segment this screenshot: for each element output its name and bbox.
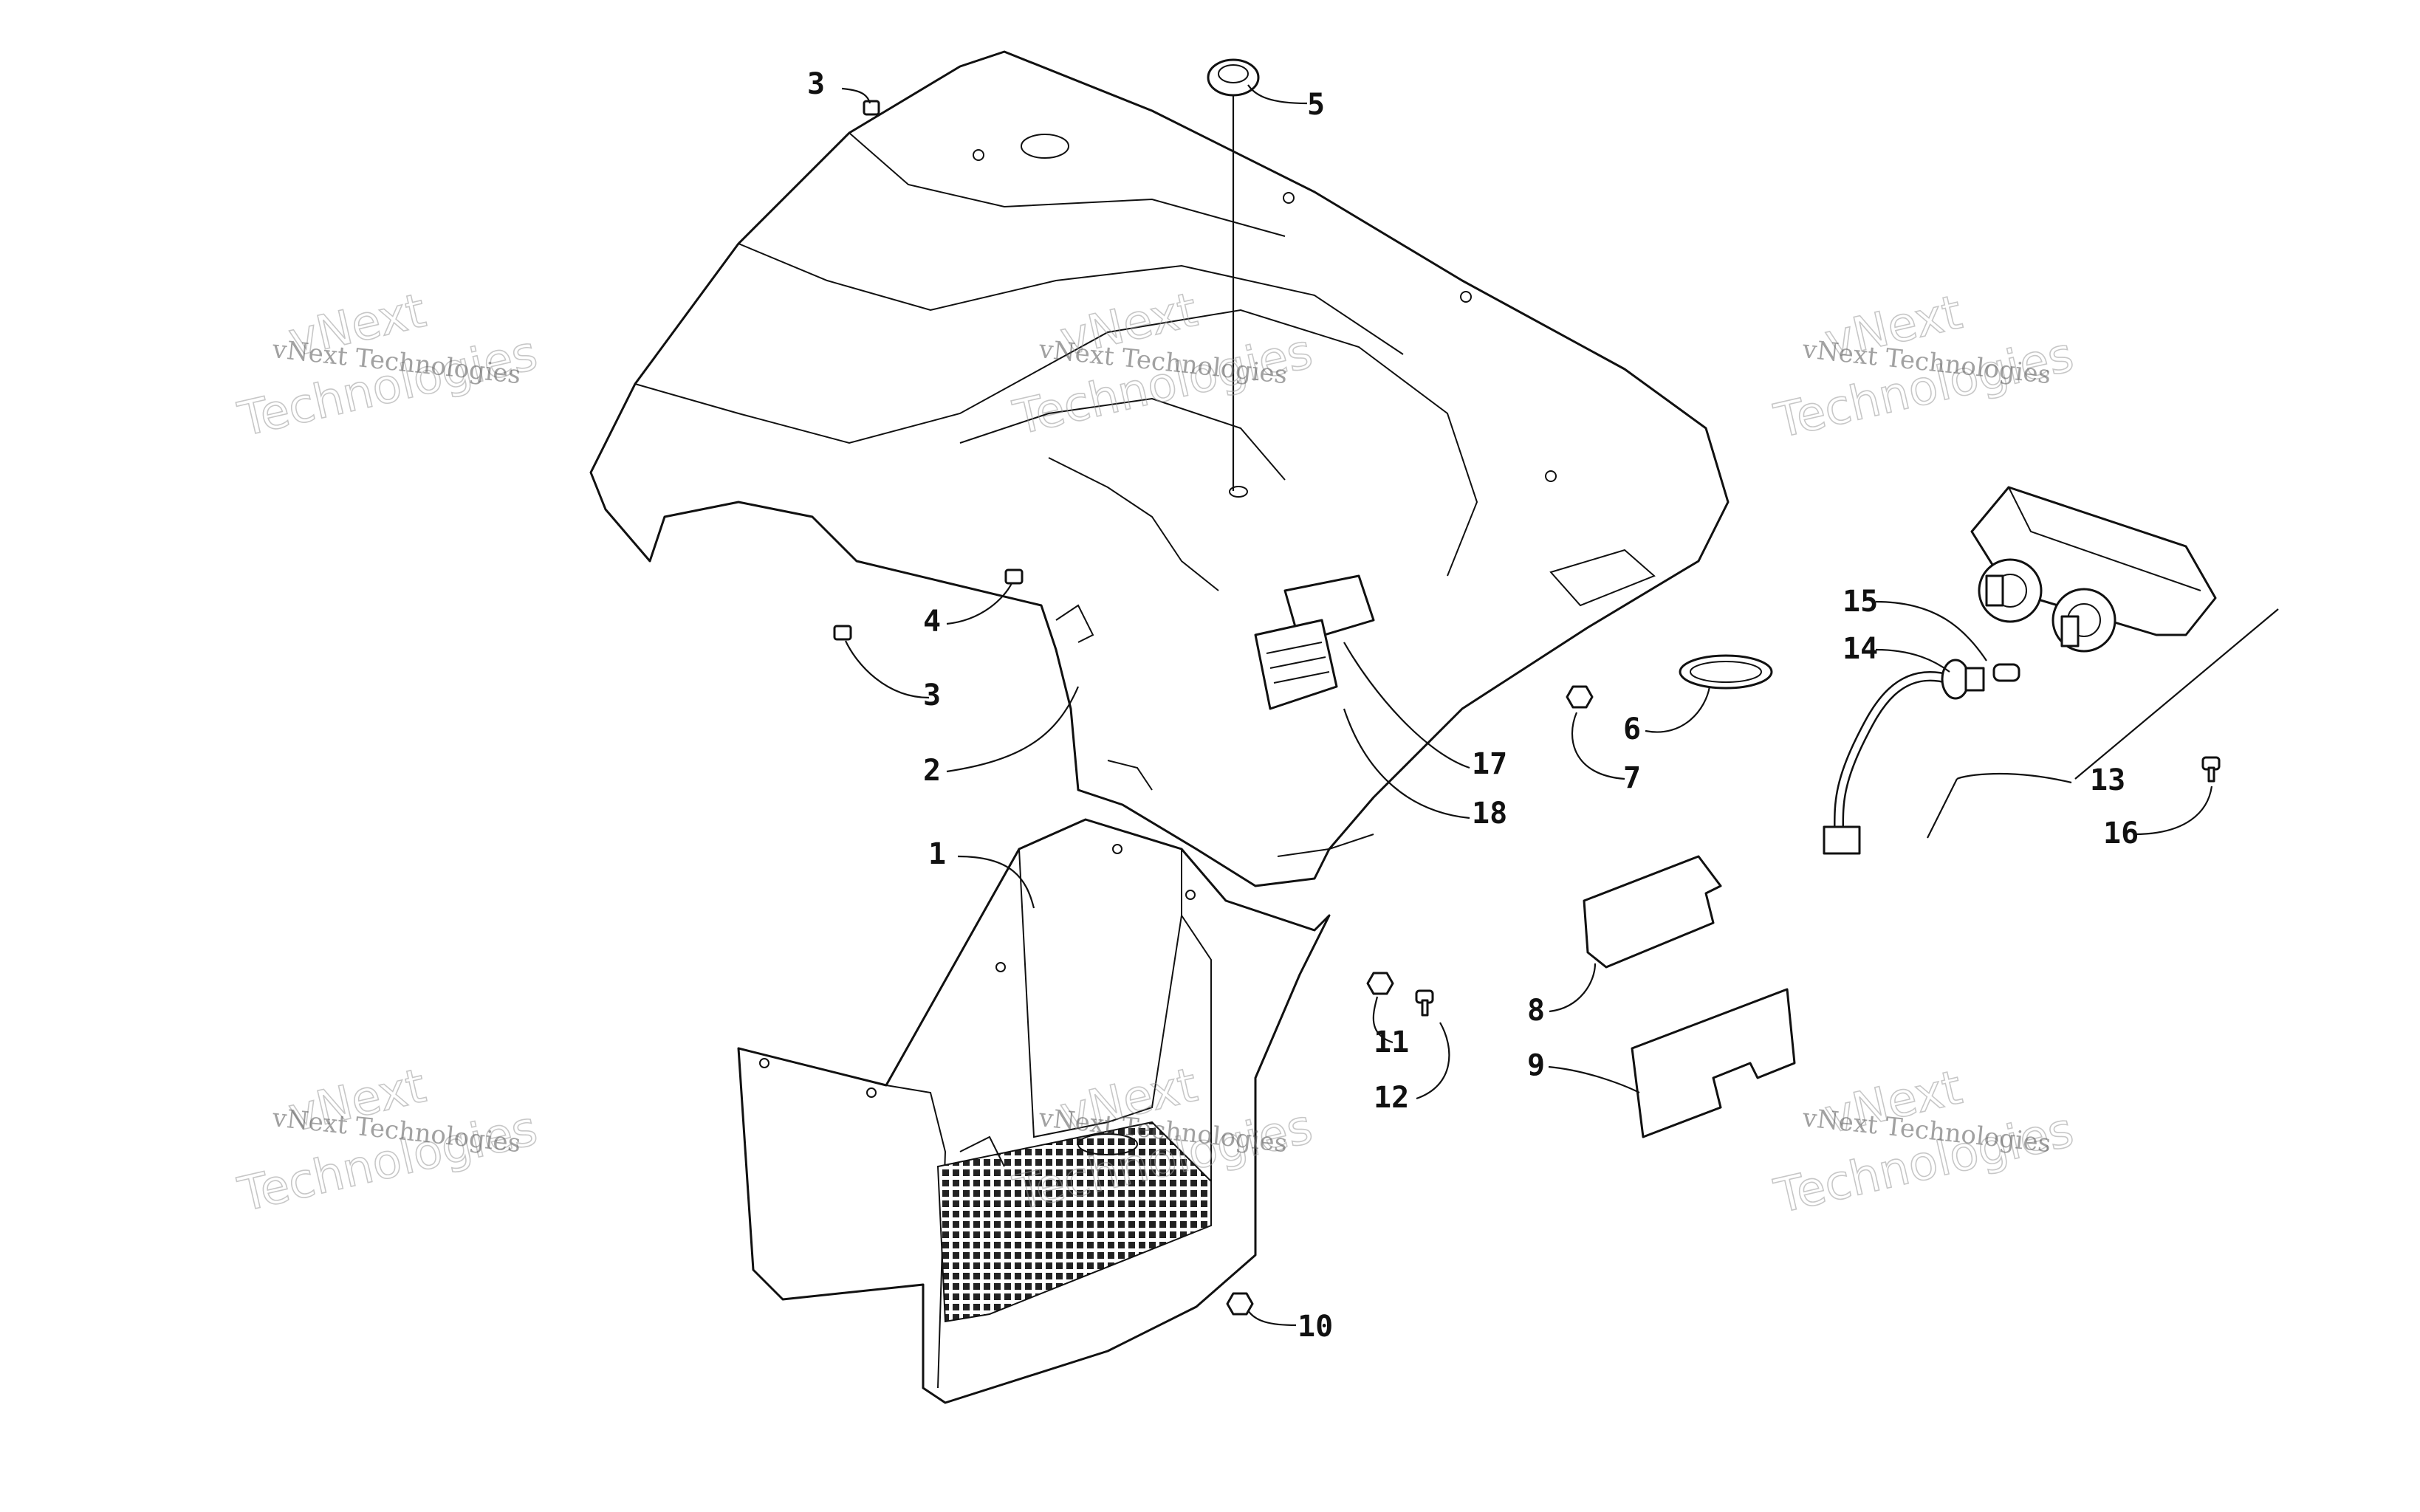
callout-3-top: 3 xyxy=(807,67,825,101)
callout-18: 18 xyxy=(1472,797,1507,831)
callout-9: 9 xyxy=(1527,1048,1545,1082)
storage-box xyxy=(737,818,1331,1404)
callout-4: 4 xyxy=(923,605,941,639)
callout-14: 14 xyxy=(1843,632,1878,666)
callout-7: 7 xyxy=(1623,761,1641,795)
small-hardware xyxy=(833,58,2221,1316)
bulb-socket-harness xyxy=(1823,659,2020,855)
leader-lines xyxy=(841,84,2279,1327)
callout-8: 8 xyxy=(1527,994,1545,1028)
callout-1: 1 xyxy=(928,837,946,871)
callout-16: 16 xyxy=(2103,817,2139,850)
rear-fender xyxy=(589,50,1730,887)
callout-11: 11 xyxy=(1374,1025,1409,1059)
callout-10: 10 xyxy=(1298,1310,1333,1344)
callout-3-bottom: 3 xyxy=(923,678,941,712)
callout-15: 15 xyxy=(1843,585,1878,619)
callout-12: 12 xyxy=(1374,1081,1409,1115)
callout-17: 17 xyxy=(1472,747,1507,781)
callout-6: 6 xyxy=(1623,712,1641,746)
taillight-assembly xyxy=(1970,486,2217,653)
callout-numbers: 3 5 4 3 2 1 6 7 17 18 8 9 11 12 10 15 14… xyxy=(807,67,2139,1344)
callout-5: 5 xyxy=(1307,88,1325,122)
callout-13: 13 xyxy=(2090,763,2125,797)
callout-2: 2 xyxy=(923,754,941,788)
